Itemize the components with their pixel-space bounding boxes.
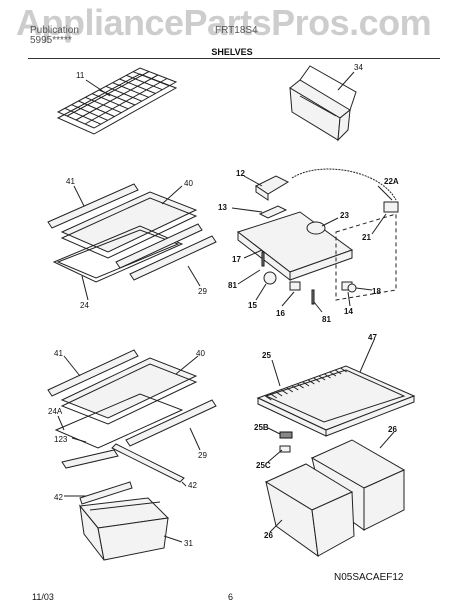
callout-41-upper: 41: [66, 177, 75, 186]
cover-rib: [270, 393, 278, 399]
callout-26-right: 26: [388, 425, 397, 434]
section-title: SHELVES: [211, 47, 253, 57]
callout-21: 21: [362, 233, 371, 242]
cover-rib: [302, 381, 310, 387]
callout-22a: 22A: [384, 177, 399, 186]
wire-shelf-part: [56, 67, 178, 135]
shelf-wire-cross: [84, 78, 168, 125]
callout-24a: 24A: [48, 407, 63, 416]
cover-rib: [275, 391, 283, 397]
footer-diagram-code: N05SACAEF12: [334, 572, 404, 583]
callout-25b: 25B: [254, 423, 269, 432]
callout-16: 16: [276, 309, 285, 318]
callout-23: 23: [340, 211, 349, 220]
callout-11: 11: [76, 71, 85, 80]
callout-40-upper: 40: [184, 179, 193, 188]
callout-40-lower: 40: [196, 349, 205, 358]
callout-17: 17: [232, 255, 241, 264]
publication-label: Publication: [30, 25, 79, 36]
drawer-part: [79, 481, 170, 561]
callout-13: 13: [218, 203, 227, 212]
publication-number: 5995*****: [30, 35, 72, 46]
callout-29-upper: 29: [198, 287, 207, 296]
callout-123: 123: [54, 435, 68, 444]
callout-81-right: 81: [322, 315, 331, 324]
model-number: FRT18S4: [215, 25, 258, 36]
door-bin-part: [289, 65, 357, 142]
cover-rib: [297, 383, 304, 389]
cover-rib: [265, 395, 272, 401]
callout-42-right: 42: [188, 481, 197, 490]
callout-26-left: 26: [264, 531, 273, 540]
callout-31: 31: [184, 539, 193, 548]
callout-18: 18: [372, 287, 381, 296]
callout-29-lower: 29: [198, 451, 207, 460]
crisper-cover-part: [256, 365, 416, 453]
cover-rib: [324, 373, 331, 379]
cover-rib: [318, 375, 326, 381]
callout-25c: 25C: [256, 461, 271, 470]
header-divider: [28, 58, 440, 59]
cover-rib: [291, 385, 299, 391]
footer-date: 11/03: [32, 592, 54, 602]
callout-34: 34: [354, 63, 363, 72]
cover-rib: [329, 371, 337, 377]
control-housing-assembly: [236, 168, 399, 305]
footer-page-number: 6: [228, 592, 234, 602]
cover-rib: [286, 387, 294, 393]
callout-14: 14: [344, 307, 353, 316]
cover-rib: [334, 369, 342, 375]
callout-leaders: [57, 71, 395, 543]
cover-rib: [281, 389, 288, 395]
callout-25: 25: [262, 351, 271, 360]
callout-81-left: 81: [228, 281, 237, 290]
watermark-logo: AppliancePartsPros.com: [16, 2, 432, 43]
callout-41-lower: 41: [54, 349, 63, 358]
glass-shelf-lower-part: [47, 349, 217, 483]
callout-24: 24: [80, 301, 89, 310]
shelf-wire-cross: [66, 71, 150, 117]
callout-12: 12: [236, 169, 245, 178]
callout-15: 15: [248, 301, 257, 310]
shelf-wire-cross: [75, 74, 159, 121]
cover-rib: [340, 367, 347, 373]
callout-42-left: 42: [54, 493, 63, 502]
cover-rib: [313, 377, 321, 383]
callout-47: 47: [368, 333, 377, 342]
glass-shelf-upper-part: [47, 183, 217, 283]
crisper-drawers-part: [264, 439, 406, 558]
cover-rib: [308, 379, 315, 385]
